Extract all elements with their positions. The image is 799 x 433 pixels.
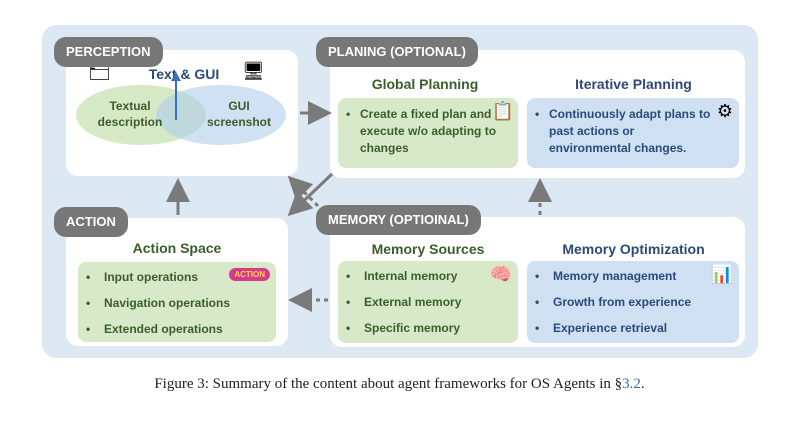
planning-tag: PLANING (OPTIONAL) [316, 37, 478, 67]
action-item: Input operations [78, 264, 276, 290]
action-tag: ACTION [54, 207, 128, 237]
global-planning-box: •Create a fixed plan and execute w/o ada… [338, 98, 518, 168]
memory-sources-box: Internal memory External memory Specific… [338, 261, 518, 343]
action-click-icon: ACTION [229, 268, 270, 281]
cycle-process-icon: ⚙ [716, 101, 733, 121]
memory-panel: Memory Sources Memory Optimization Inter… [330, 217, 745, 347]
iterative-planning-text: •Continuously adapt plans to past action… [535, 107, 711, 155]
memory-to-perception-arrow [287, 175, 320, 208]
action-space-box: Input operations Navigation operations E… [78, 262, 276, 342]
perception-title: Text & GUI [148, 66, 220, 82]
memory-optimization-item: Experience retrieval [527, 315, 739, 341]
memory-optimization-title: Memory Optimization [562, 241, 705, 257]
section-ref-link[interactable]: 3.2 [622, 376, 641, 392]
global-planning-title: Global Planning [371, 76, 479, 92]
action-panel: Action Space Input operations Navigation… [66, 218, 288, 346]
global-planning-desc: Create a fixed plan and execute w/o adap… [360, 107, 497, 155]
memory-optimization-item: Growth from experience [527, 289, 739, 315]
chart-magnifier-icon: 📊 [710, 264, 733, 284]
global-planning-text: •Create a fixed plan and execute w/o ada… [346, 107, 497, 155]
iterative-planning-title: Iterative Planning [575, 76, 692, 92]
gui-screenshot-label: GUI screenshot [206, 99, 272, 129]
perception-panel: 🗂 🖥 Text & GUI Textual description GUI s… [66, 50, 298, 176]
planning-to-action-arrow [287, 172, 334, 217]
memory-sources-title: Memory Sources [371, 241, 485, 257]
gui-ellipse [156, 85, 286, 145]
action-item: Extended operations [78, 316, 276, 342]
textual-description-label: Textual description [97, 99, 163, 129]
memory-optimization-box: Memory management Growth from experience… [527, 261, 739, 343]
memory-source-item: Specific memory [338, 315, 518, 341]
caption-end: . [640, 376, 645, 392]
perception-tag: PERCEPTION [54, 37, 163, 67]
brain-icon: 🧠 [489, 264, 512, 284]
memory-source-item: Internal memory [338, 263, 518, 289]
action-item: Navigation operations [78, 290, 276, 316]
planning-panel: Global Planning Iterative Planning •Crea… [330, 50, 745, 178]
up-arrow-icon [171, 72, 181, 120]
memory-source-item: External memory [338, 289, 518, 315]
memory-tag: MEMORY (OPTIOINAL) [316, 205, 481, 235]
action-space-title: Action Space [132, 240, 222, 256]
iterative-planning-desc: Continuously adapt plans to past actions… [549, 107, 711, 155]
memory-optimization-item: Memory management [527, 263, 739, 289]
plan-clipboard-icon: 📋 [491, 101, 514, 121]
devices-icon: 🖥 [242, 61, 265, 81]
iterative-planning-box: •Continuously adapt plans to past action… [527, 98, 739, 168]
caption-text: Figure 3: Summary of the content about a… [154, 376, 623, 392]
figure-caption: Figure 3: Summary of the content about a… [0, 376, 799, 393]
